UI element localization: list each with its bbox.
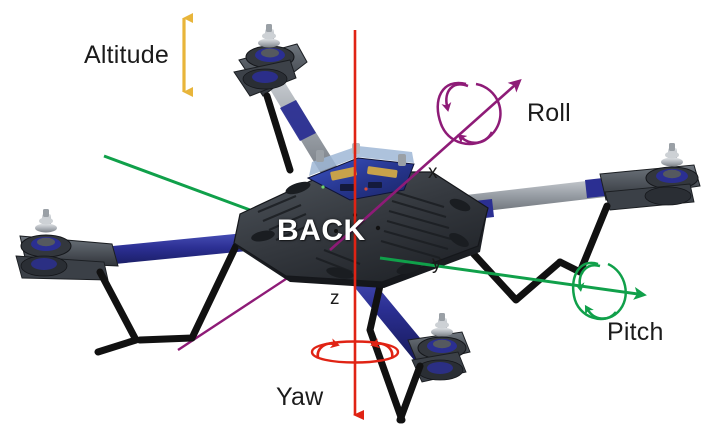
yaw-label: Yaw bbox=[276, 383, 324, 411]
motor-right bbox=[599, 143, 701, 211]
drone-arm-left bbox=[72, 232, 257, 268]
roll-label: Roll bbox=[527, 99, 571, 127]
y-axis-label: y bbox=[432, 253, 442, 274]
z-axis-label: z bbox=[330, 288, 340, 309]
x-axis-label: x bbox=[428, 162, 438, 183]
roll-axis bbox=[329, 79, 522, 251]
drone-body-plate bbox=[233, 171, 489, 288]
altitude-label: Altitude bbox=[84, 41, 169, 69]
motor-front bbox=[407, 313, 471, 383]
yaw-axis bbox=[310, 30, 400, 420]
pitch-label: Pitch bbox=[607, 318, 664, 346]
motor-rear bbox=[233, 24, 308, 97]
landing-legs bbox=[94, 92, 611, 424]
back-label: BACK bbox=[277, 214, 366, 247]
pitch-axis bbox=[379, 256, 647, 321]
motor-left bbox=[15, 209, 119, 281]
drone-arm-front bbox=[347, 268, 430, 360]
